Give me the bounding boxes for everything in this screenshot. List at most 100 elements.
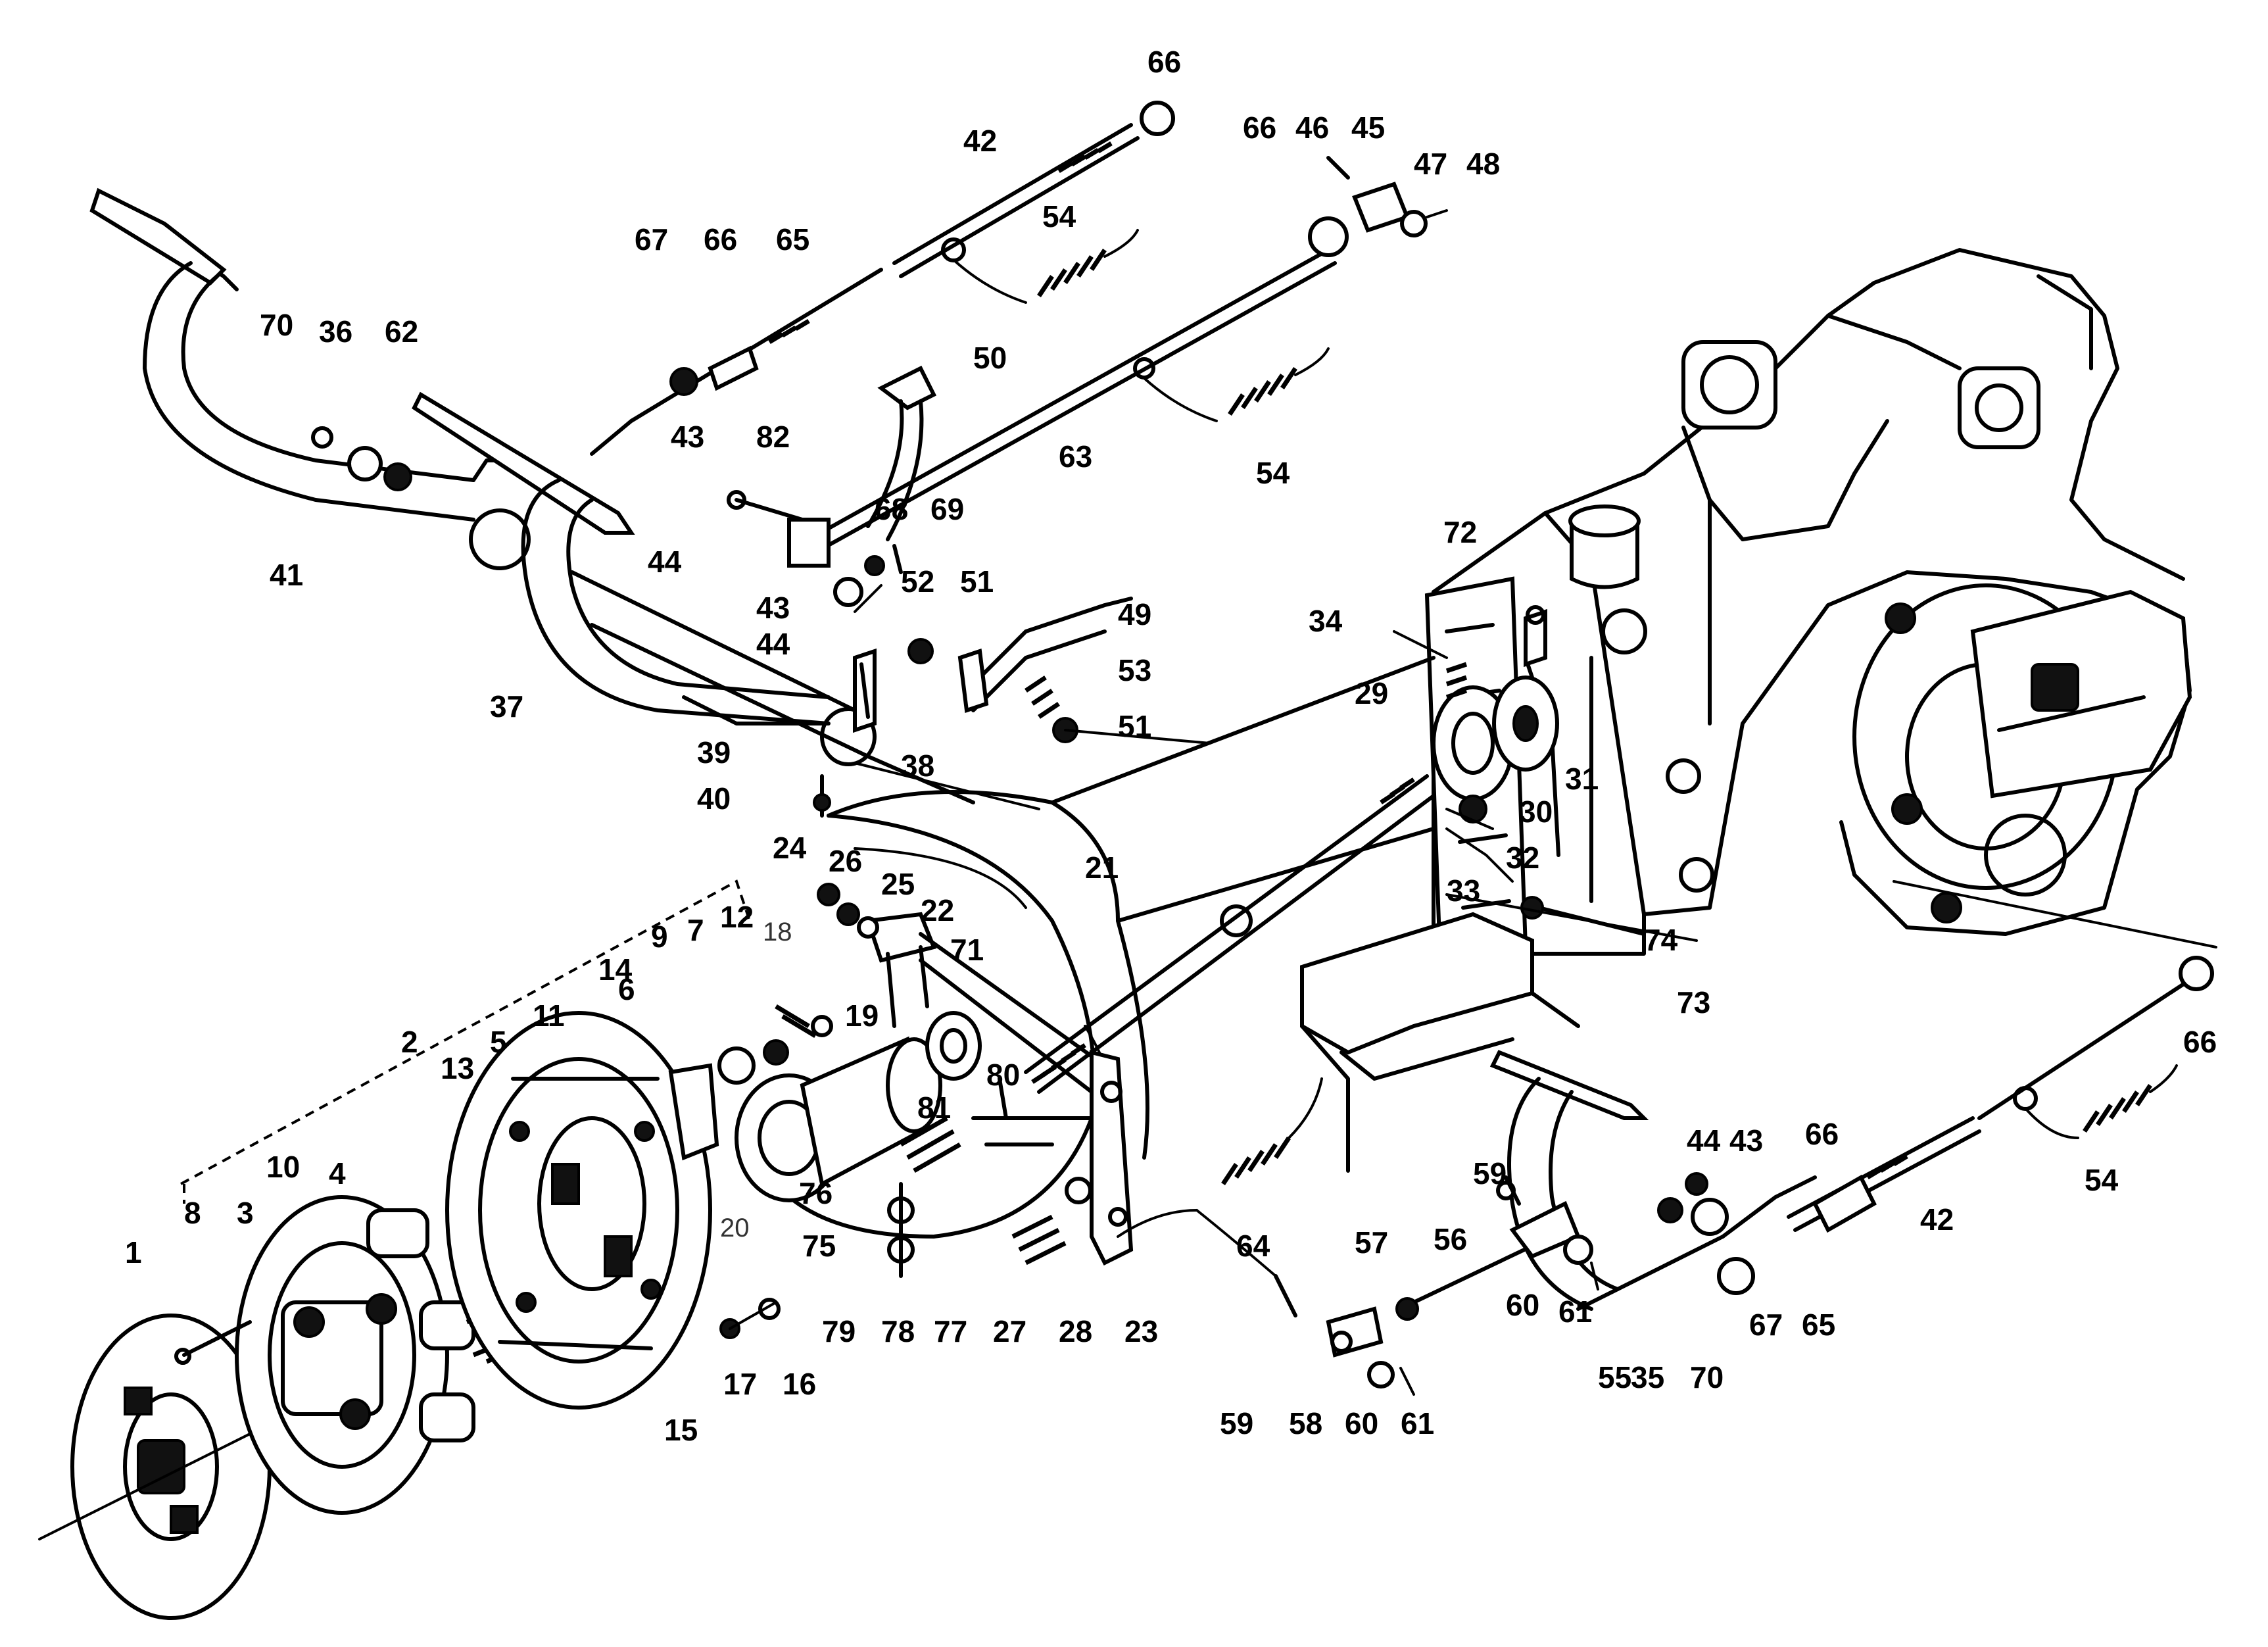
callout-42b: 42 [1920, 1202, 1954, 1237]
callout-46: 46 [1295, 111, 1329, 145]
callout-29: 29 [1355, 676, 1388, 710]
callout-76: 76 [799, 1176, 832, 1210]
callout-17: 17 [723, 1367, 757, 1401]
callout-65: 65 [776, 222, 809, 257]
callout-44b: 44 [756, 627, 790, 661]
callout-37: 37 [490, 689, 523, 724]
callout-43c: 43 [1729, 1123, 1763, 1158]
callout-24: 24 [773, 831, 807, 865]
callout-20: 20 [720, 1214, 750, 1242]
callout-49: 49 [1118, 597, 1151, 631]
callout-labels: 1 2 3 4 5 6 7 8 9 10 11 12 13 14 15 16 1… [125, 45, 2217, 1447]
callout-41: 41 [270, 558, 303, 592]
callout-54b: 54 [1256, 456, 1290, 490]
callout-51b: 51 [1118, 709, 1151, 743]
callout-23: 23 [1124, 1314, 1158, 1348]
callout-68: 68 [875, 492, 908, 526]
callout-58: 58 [1289, 1406, 1322, 1440]
callout-56: 56 [1434, 1222, 1467, 1256]
callout-53: 53 [1118, 653, 1151, 687]
callout-80: 80 [986, 1058, 1020, 1092]
callout-25: 25 [881, 867, 915, 901]
callout-4: 4 [329, 1156, 346, 1191]
callout-59: 59 [1473, 1156, 1507, 1191]
flange-assembly [1432, 662, 1559, 883]
callout-67b: 67 [1749, 1308, 1783, 1342]
callout-27: 27 [993, 1314, 1026, 1348]
callout-36: 36 [319, 314, 352, 349]
callout-69: 69 [930, 492, 964, 526]
callout-8: 8 [184, 1196, 201, 1230]
callout-42: 42 [963, 124, 997, 158]
callout-66d: 66 [2183, 1025, 2217, 1059]
pedal-assembly [89, 187, 975, 818]
callout-73: 73 [1677, 985, 1710, 1020]
callout-16: 16 [783, 1367, 816, 1401]
callout-60: 60 [1506, 1288, 1539, 1322]
callout-52: 52 [901, 564, 934, 599]
callout-82: 82 [756, 420, 790, 454]
right-pedal-assembly [1117, 605, 2214, 1396]
callout-57: 57 [1355, 1225, 1388, 1260]
callout-72: 72 [1443, 515, 1477, 549]
callout-71: 71 [950, 933, 984, 967]
callout-51: 51 [960, 564, 994, 599]
callout-61b: 61 [1401, 1406, 1434, 1440]
callout-45: 45 [1351, 111, 1385, 145]
callout-3: 3 [237, 1196, 254, 1230]
callout-77: 77 [934, 1314, 967, 1348]
upper-linkage [590, 101, 1448, 743]
callout-10: 10 [266, 1150, 300, 1184]
callout-32: 32 [1506, 841, 1539, 875]
callout-66e: 66 [1805, 1117, 1839, 1151]
callout-64: 64 [1236, 1229, 1270, 1263]
callout-7: 7 [687, 913, 704, 947]
callout-31: 31 [1565, 762, 1599, 796]
callout-54: 54 [1042, 199, 1076, 234]
callout-66c: 66 [704, 222, 737, 257]
callout-2: 2 [401, 1025, 418, 1059]
callout-38: 38 [901, 749, 934, 783]
callout-11: 11 [533, 998, 565, 1033]
callout-9: 9 [651, 920, 668, 954]
callout-59b: 59 [1220, 1406, 1253, 1440]
callout-21: 21 [1085, 850, 1119, 885]
callout-55: 55 [1598, 1360, 1631, 1394]
callout-44c: 44 [1687, 1123, 1721, 1158]
callout-18: 18 [763, 918, 792, 946]
callout-43b: 43 [756, 591, 790, 625]
callout-50: 50 [973, 341, 1007, 375]
callout-47: 47 [1414, 147, 1447, 181]
callout-6: 6 [618, 972, 635, 1006]
callout-26: 26 [829, 844, 862, 878]
callout-66: 66 [1147, 45, 1181, 79]
callout-66b: 66 [1243, 111, 1276, 145]
callout-1: 1 [125, 1235, 142, 1269]
callout-67: 67 [635, 222, 668, 257]
callout-79: 79 [822, 1314, 856, 1348]
callout-19: 19 [845, 998, 879, 1033]
callout-15: 15 [664, 1413, 698, 1447]
callout-14: 14 [598, 952, 633, 987]
callout-74: 74 [1644, 923, 1678, 957]
callout-28: 28 [1059, 1314, 1092, 1348]
callout-40: 40 [697, 781, 731, 816]
callout-39: 39 [697, 735, 731, 770]
callout-63: 63 [1059, 439, 1092, 474]
callout-54c: 54 [2085, 1163, 2119, 1197]
callout-60b: 60 [1345, 1406, 1378, 1440]
callout-62: 62 [385, 314, 418, 349]
callout-70b: 70 [1690, 1360, 1724, 1394]
callout-65b: 65 [1802, 1308, 1835, 1342]
callout-35: 35 [1631, 1360, 1664, 1394]
callout-61: 61 [1558, 1294, 1592, 1329]
callout-81: 81 [917, 1091, 951, 1125]
callout-30: 30 [1519, 795, 1553, 829]
callout-33: 33 [1447, 873, 1480, 908]
release-fork [817, 883, 1134, 1278]
leader-lines [180, 630, 2217, 1204]
callout-78: 78 [881, 1314, 915, 1348]
callout-44: 44 [648, 545, 682, 579]
callout-34: 34 [1309, 604, 1343, 638]
